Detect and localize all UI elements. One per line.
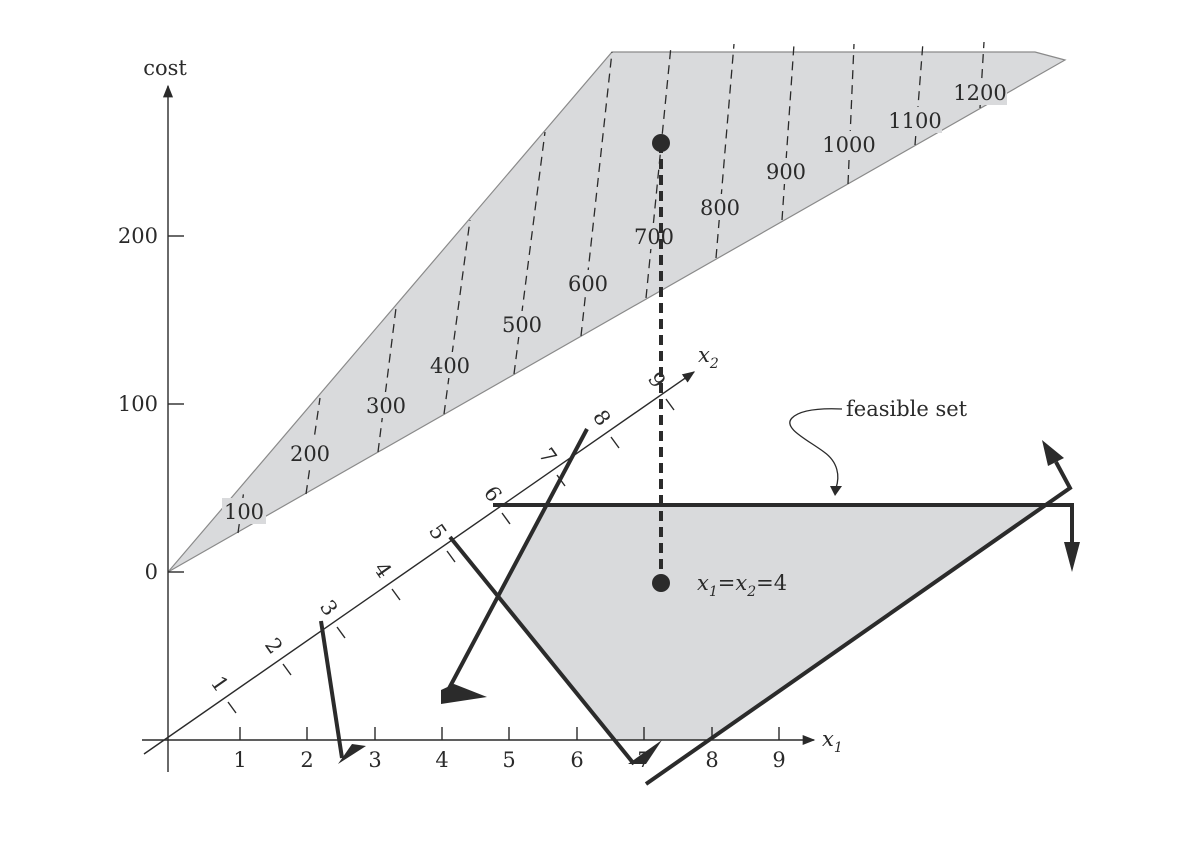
contour-line-700 [645, 45, 672, 299]
contour-label-700: 700 [634, 225, 674, 249]
x2-axis-label: x2 [698, 343, 719, 372]
x2-tick-label-4: 4 [369, 558, 396, 583]
x1-tick-label-6: 6 [570, 748, 583, 772]
x1-tick-label-8: 8 [705, 748, 718, 772]
contour-label-1200: 1200 [953, 81, 1006, 105]
cost-tick-label-0: 0 [145, 560, 158, 584]
x1-tick-label-3: 3 [368, 748, 381, 772]
contour-line-1000 [847, 43, 855, 185]
cost-tick-label-100: 100 [118, 392, 158, 416]
feasible-set-leader-arrowhead [830, 486, 842, 496]
contour-label-100: 100 [224, 500, 264, 524]
contour-label-400: 400 [430, 354, 470, 378]
x2-tick-label-9: 9 [643, 368, 670, 393]
constraint-diag-a-arrowhead [441, 684, 487, 704]
constraint-diag-a [443, 428, 589, 697]
feasible-set-label: feasible set [846, 397, 968, 421]
contour-line-300 [377, 307, 397, 453]
x1-tick-label-4: 4 [435, 748, 448, 772]
contour-labels: 100 200 300 400 500 600 700 800 900 1000… [222, 79, 1007, 524]
contour-label-300: 300 [366, 394, 406, 418]
optimum-cost-point [652, 134, 670, 152]
cost-axis-label: cost [143, 56, 187, 80]
contour-line-400 [443, 219, 471, 415]
constraint-x1-ge-2-arrowhead [338, 744, 366, 764]
constraint-upper-right-arrowhead [1042, 440, 1064, 466]
cost-tick-label-200: 200 [118, 224, 158, 248]
x2-tick-label-3: 3 [315, 596, 342, 621]
constraint-x1-ge-2 [319, 620, 344, 759]
x1-ticks [239, 727, 780, 740]
feasible-region [499, 505, 1045, 740]
contour-line-800 [715, 43, 735, 259]
contour-line-1200 [979, 41, 985, 109]
contour-label-200: 200 [290, 442, 330, 466]
optimum-label: x1=x2=4 [697, 571, 787, 600]
contour-label-900: 900 [766, 160, 806, 184]
cost-surface [167, 51, 1067, 573]
x1-axis-label: x1 [822, 727, 843, 756]
optimum-feasible-point [652, 574, 670, 592]
constraint-upper-right [644, 461, 1073, 786]
contour-line-500 [513, 131, 546, 375]
x2-axis [143, 371, 696, 755]
x2-tick-label-7: 7 [534, 444, 561, 469]
x2-tick-label-5: 5 [424, 520, 451, 545]
constraint-diag-b-arrowhead [628, 740, 662, 764]
x2-tick-label-6: 6 [479, 482, 506, 507]
constraint-x2-le-6-arrowhead [1064, 542, 1080, 572]
x1-tick-label-9: 9 [772, 748, 785, 772]
cost-ticks [168, 235, 184, 573]
contour-label-800: 800 [700, 196, 740, 220]
x2-tick-label-1: 1 [206, 672, 233, 697]
x2-tick-label-2: 2 [260, 634, 287, 659]
x1-tick-label-5: 5 [502, 748, 515, 772]
contour-label-1100: 1100 [888, 109, 941, 133]
x1-tick-label-1: 1 [233, 748, 246, 772]
constraint-lines [319, 428, 1080, 786]
contour-label-600: 600 [568, 272, 608, 296]
feasible-set-leader [789, 408, 843, 489]
x2-tick-label-8: 8 [588, 406, 615, 431]
constraint-x2-le-6 [493, 503, 1074, 542]
x1-tick-labels: 1 2 3 4 5 6 7 8 9 [233, 748, 785, 772]
constraint-diag-b [448, 535, 636, 766]
contour-label-1000: 1000 [822, 133, 875, 157]
contour-label-500: 500 [502, 313, 542, 337]
x1-tick-label-2: 2 [300, 748, 313, 772]
